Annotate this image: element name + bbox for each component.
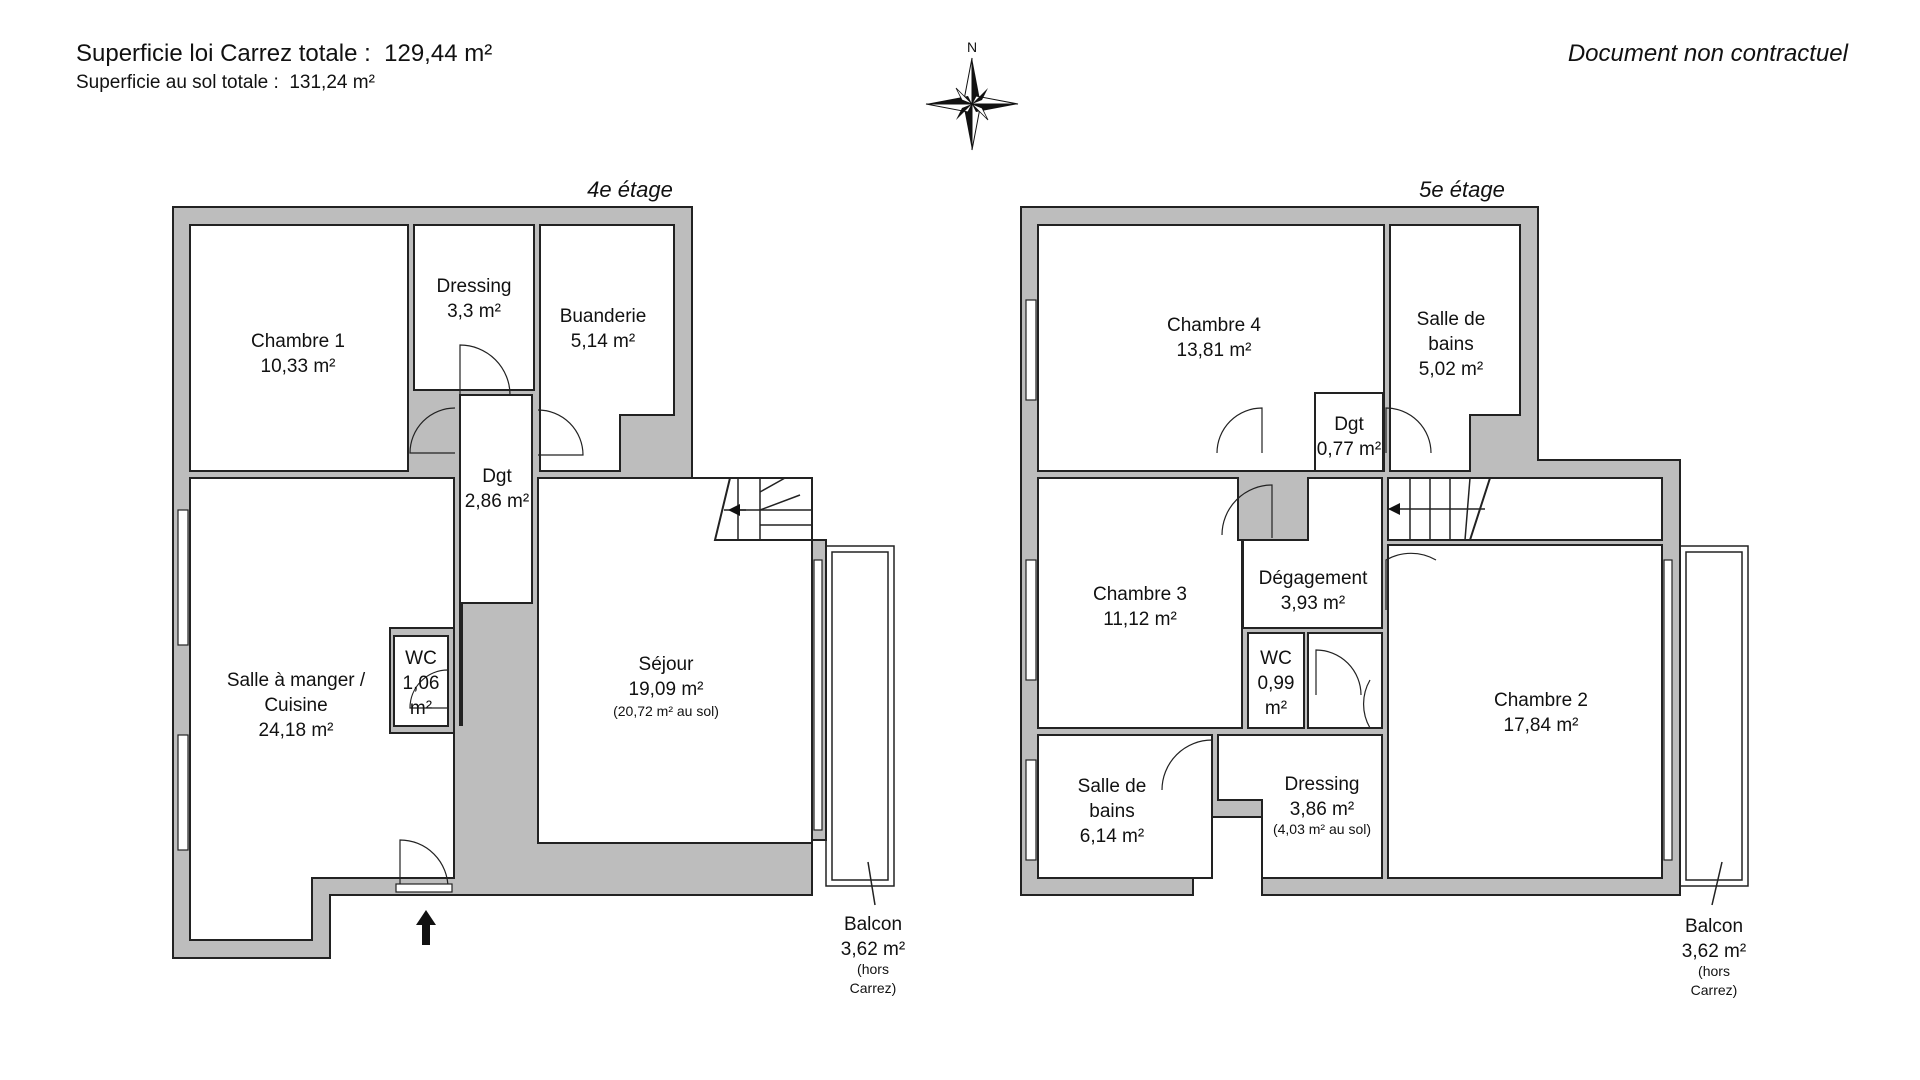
salle-manger-area: 24,18 m² <box>259 720 334 741</box>
chambre2-name: Chambre 2 <box>1494 690 1588 711</box>
sol-value: 131,24 m² <box>289 72 375 93</box>
dressing-name: Dressing <box>437 276 512 297</box>
balcony-4 <box>825 545 895 906</box>
entrance-arrow-icon <box>416 910 436 945</box>
sejour-area: 19,09 m² <box>629 679 704 700</box>
total-carrez-area: Superficie loi Carrez totale : 129,44 m² <box>76 40 492 68</box>
room-sdb-1 <box>1389 224 1521 472</box>
dressing5-area: 3,86 m² <box>1290 799 1354 820</box>
wc5-area1: 0,99 <box>1258 673 1295 694</box>
chambre3-area: 11,12 m² <box>1103 609 1177 630</box>
chambre3-name: Chambre 3 <box>1093 584 1187 605</box>
buanderie-name: Buanderie <box>560 306 647 327</box>
room-dgt <box>459 394 533 726</box>
sdb1-name1: Salle de <box>1417 309 1486 330</box>
carrez-value: 129,44 m² <box>384 40 493 67</box>
balcon5-area: 3,62 m² <box>1682 941 1746 962</box>
balcon5-note1: (hors <box>1698 963 1730 979</box>
floor-4-title: 4e étage <box>587 177 673 202</box>
compass-north-label: N <box>967 39 977 55</box>
wc-name: WC <box>405 648 437 669</box>
room-sdb-2 <box>1037 734 1213 879</box>
dgt5-name: Dgt <box>1334 414 1364 435</box>
buanderie-area: 5,14 m² <box>571 331 635 352</box>
balcon4-name: Balcon <box>844 914 902 935</box>
room-wc-5 <box>1247 632 1305 729</box>
sdb1-area: 5,02 m² <box>1419 359 1483 380</box>
salle-manger-name2: Cuisine <box>264 695 327 716</box>
sejour-name: Séjour <box>639 654 695 675</box>
degagement-area: 3,93 m² <box>1281 593 1345 614</box>
balcon5-note2: Carrez) <box>1691 982 1738 998</box>
disclaimer: Document non contractuel <box>1567 40 1848 67</box>
entrance-door <box>395 883 453 893</box>
room-dressing <box>413 224 535 391</box>
room-chambre-2 <box>1387 544 1663 879</box>
staircase <box>713 477 813 541</box>
sdb2-name2: bains <box>1089 801 1134 822</box>
chambre2-area: 17,84 m² <box>1504 715 1579 736</box>
balcon4-note2: Carrez) <box>850 980 897 996</box>
balcon4-note1: (hors <box>857 961 889 977</box>
dressing-area: 3,3 m² <box>447 301 501 322</box>
balcon5-name: Balcon <box>1685 916 1743 937</box>
wc-area2: m² <box>410 698 432 719</box>
chambre4-name: Chambre 4 <box>1167 315 1261 336</box>
room-dgt-5 <box>1314 392 1384 472</box>
sdb2-area: 6,14 m² <box>1080 826 1144 847</box>
room-salle-manger <box>189 477 455 941</box>
salle-manger-name1: Salle à manger / <box>227 670 366 691</box>
room-dressing-5 <box>1217 734 1383 879</box>
dressing5-name: Dressing <box>1285 774 1360 795</box>
room-degagement <box>1242 477 1383 629</box>
chambre1-area: 10,33 m² <box>261 356 336 377</box>
carrez-label: Superficie loi Carrez totale : <box>76 40 371 67</box>
dgt-name: Dgt <box>482 466 512 487</box>
chambre1-name: Chambre 1 <box>251 331 345 352</box>
dgt5-area: 0,77 m² <box>1317 439 1381 460</box>
sdb2-name1: Salle de <box>1078 776 1147 797</box>
compass-rose-icon: N <box>925 39 1019 151</box>
sol-label: Superficie au sol totale : <box>76 72 279 93</box>
room-buanderie <box>539 224 675 472</box>
degagement-name: Dégagement <box>1259 568 1369 589</box>
floor-4-plan: 4e étage <box>172 177 905 996</box>
chambre4-area: 13,81 m² <box>1177 340 1252 361</box>
floor-5-plan: 5e étage <box>1020 177 1749 998</box>
sdb1-name2: bains <box>1428 334 1473 355</box>
balcony-5 <box>1679 545 1749 906</box>
floor-5-title: 5e étage <box>1419 177 1505 202</box>
room-chambre-1 <box>189 224 409 472</box>
dgt-area: 2,86 m² <box>465 491 529 512</box>
wc-area1: 1,06 <box>403 673 440 694</box>
wc5-area2: m² <box>1265 698 1287 719</box>
staircase-5 <box>1387 477 1492 541</box>
balcon4-area: 3,62 m² <box>841 939 905 960</box>
sejour-note: (20,72 m² au sol) <box>613 703 719 719</box>
total-floor-area: Superficie au sol totale : 131,24 m² <box>76 72 375 94</box>
dressing5-note: (4,03 m² au sol) <box>1273 821 1371 837</box>
wc5-name: WC <box>1260 648 1292 669</box>
